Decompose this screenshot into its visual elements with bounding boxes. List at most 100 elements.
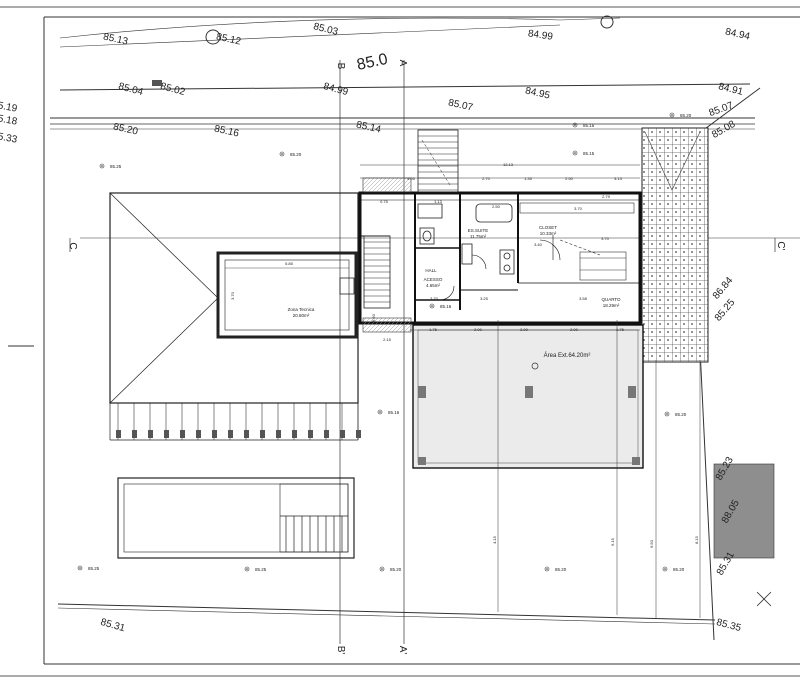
contour-label: 85.0: [355, 51, 389, 74]
terrace-area-label: Área Ext.64.20m²: [544, 352, 591, 359]
svg-text:85.20: 85.20: [673, 567, 685, 572]
spot-level-6: 85.16: [377, 409, 400, 415]
dimension-lines: [360, 164, 701, 618]
svg-text:85.20: 85.20: [680, 113, 692, 118]
svg-text:10.33m²: 10.33m²: [540, 231, 557, 236]
elevation-label-26: 85.35: [715, 617, 742, 634]
bathroom-fixtures: [417, 203, 515, 275]
svg-text:85.16: 85.16: [388, 410, 400, 415]
svg-text:85.20: 85.20: [555, 567, 567, 572]
dimension-label-28: 8.15: [694, 535, 699, 544]
spot-level-1: 85.25: [99, 163, 122, 169]
svg-text:4.65m²: 4.65m²: [426, 283, 441, 288]
section-mark-4: A': [397, 646, 408, 655]
dimension-label-11: 2.79: [602, 194, 611, 199]
spot-level-13: 85.16: [429, 303, 452, 309]
spot-level-9: 85.25: [244, 566, 267, 572]
spot-level-2: 85.20: [279, 151, 302, 157]
dimension-label-6: 3.13: [614, 176, 623, 181]
dimension-label-21: 2.00: [570, 327, 579, 332]
dimension-label-2: 4.05: [407, 176, 416, 181]
terrace-area: [412, 324, 644, 469]
dimension-label-10: 3.70: [574, 206, 583, 211]
room-label-3: HALL: [425, 268, 437, 273]
spot-level-8: 85.25: [77, 565, 100, 571]
section-mark-5: C: [67, 242, 78, 249]
spot-level-markers: 85.25 85.20 85.15 85.15 85.20 85.16 85.20 85.25…: [77, 112, 692, 572]
svg-text:85.25: 85.25: [110, 164, 122, 169]
elevation-label-11: 85.07: [447, 98, 474, 114]
room-label-1: ES.SUITE: [468, 228, 489, 233]
svg-text:11.75m²: 11.75m²: [470, 234, 487, 239]
elevation-label-9: 84.95: [524, 86, 551, 102]
section-markers: B A B' A' C C': [67, 60, 786, 655]
svg-text:85.20: 85.20: [290, 152, 302, 157]
dimension-label-12: 3.70: [601, 236, 610, 241]
room-label-2: CLOSET: [539, 225, 557, 230]
section-mark-1: B: [335, 63, 346, 70]
section-mark-2: A: [397, 60, 408, 67]
dimension-label-18: 1.75: [429, 327, 438, 332]
dimension-label-29: 3.70: [230, 291, 235, 300]
svg-text:85.25: 85.25: [88, 566, 100, 571]
elevation-label-17: 5.19: [0, 100, 18, 114]
room-label-6: Zona Tecnica: [288, 307, 315, 312]
dimension-label-16: 3.25: [480, 296, 489, 301]
spot-level-7: 85.20: [664, 411, 687, 417]
dimension-label-1: 12.13: [503, 162, 514, 167]
bedroom-furniture: [519, 202, 635, 281]
elevation-label-25: 85.31: [99, 617, 127, 635]
paving-diagonals: [644, 131, 701, 191]
dimension-label-20: 2.00: [520, 327, 529, 332]
svg-text:85.20: 85.20: [390, 567, 402, 572]
dimension-label-7: 0.75: [380, 199, 389, 204]
dimension-label-19: 2.00: [474, 327, 483, 332]
stairs-interior: [363, 235, 391, 309]
pool-steps: [280, 515, 348, 552]
roof-plan: [109, 192, 359, 441]
dimension-label-14: 5.85: [285, 261, 294, 266]
elevation-label-6: 85.04: [117, 81, 144, 98]
dimension-label-5: 2.50: [565, 176, 574, 181]
stairs-exterior-top: [417, 129, 459, 193]
svg-text:85.16: 85.16: [440, 304, 452, 309]
dimension-label-15: 3.70: [430, 296, 439, 301]
svg-text:85.15: 85.15: [583, 151, 595, 156]
solar-panel: [713, 463, 775, 559]
spot-level-10: 85.20: [379, 566, 402, 572]
spot-level-3: 85.15: [572, 150, 595, 156]
dimension-label-22: 1.75: [616, 327, 625, 332]
sheet-frame: [0, 6, 800, 677]
dimension-label-26: 6.15: [610, 537, 615, 546]
elevation-label-20: 86.84: [711, 275, 736, 302]
dimension-label-9: 2.50: [492, 204, 501, 209]
roof-beams: [116, 403, 361, 440]
paving-grid: [641, 127, 709, 363]
spot-level-5: 85.20: [669, 112, 692, 118]
room-label-4: ACESSO: [424, 277, 443, 282]
elevation-label-4: 84.99: [527, 28, 554, 42]
elevation-label-18: 5.18: [0, 113, 18, 127]
section-mark-3: B': [335, 646, 346, 655]
elevation-label-14: 85.20: [112, 122, 139, 138]
pool: [117, 477, 355, 559]
section-mark-6: C': [775, 241, 786, 250]
elevation-label-1: 85.13: [102, 32, 129, 48]
dimension-label-25: 4.15: [492, 535, 497, 544]
elevation-label-19: 5.33: [0, 131, 18, 145]
elevation-label-16: 85.14: [355, 120, 382, 136]
dimension-label-27: 6.50: [649, 539, 654, 548]
elevation-label-2: 85.12: [215, 32, 242, 48]
dimension-label-24: 6.50: [371, 313, 376, 322]
elevation-label-7: 85.02: [159, 81, 186, 98]
dimension-label-8: 1.13: [434, 199, 443, 204]
dimension-label-23: 2.15: [383, 337, 392, 342]
planters: [362, 177, 412, 333]
svg-text:85.15: 85.15: [583, 123, 595, 128]
dimension-label-17: 3.58: [579, 296, 588, 301]
spot-level-12: 85.20: [662, 566, 685, 572]
elevation-label-8: 84.99: [322, 81, 349, 98]
